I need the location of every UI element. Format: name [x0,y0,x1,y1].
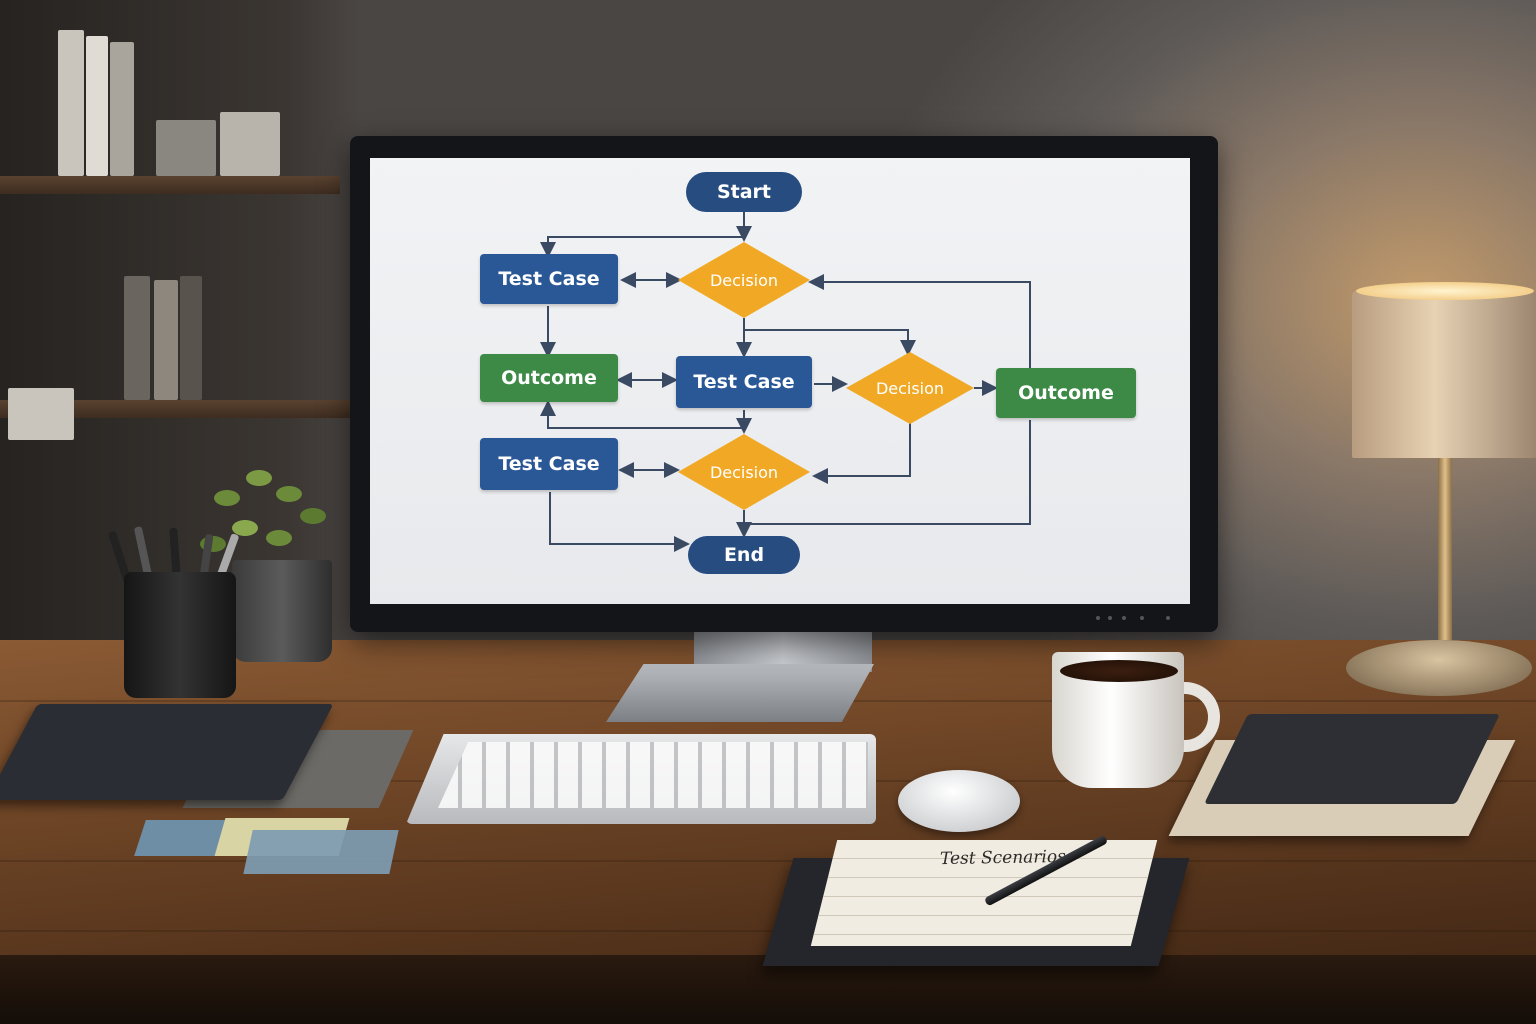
plant-leaf [214,490,240,506]
test-case-node-bottom: Test Case [480,438,618,490]
decision-node-right: Decision [846,352,974,424]
connector [808,274,1031,368]
plant-pot [232,560,332,662]
desk-edge [0,955,1536,1024]
shelf-middle [0,400,350,418]
lamp-base [1346,640,1532,696]
plant-leaf [266,530,292,546]
connector [540,236,744,258]
connector [540,400,744,429]
test-case-node-top: Test Case [480,254,618,304]
decision-label: Decision [875,378,945,398]
lamp-glow [1356,282,1534,300]
outcome-node-left: Outcome [480,354,618,402]
pen-cup [124,572,236,698]
shelf-book [110,42,134,176]
keyboard-keys [438,742,868,808]
outcome-node-right: Outcome [996,368,1136,418]
monitor-button [1122,616,1126,620]
monitor-button [1096,616,1100,620]
plant-leaf [300,508,326,524]
shelf-book [124,276,150,400]
monitor-button [1140,616,1144,620]
shelf-book [86,36,108,176]
connector [812,422,911,484]
sticky-note-blue [243,830,399,874]
lamp-shade [1352,290,1536,458]
start-node: Start [686,172,802,212]
shelf-book [180,276,202,400]
shelf-book [154,280,178,400]
lamp-pole [1438,458,1452,648]
decision-label: Decision [709,462,779,482]
connector [549,492,690,552]
monitor-stand-base [606,664,874,722]
plant-leaf [246,470,272,486]
connector [744,329,916,356]
shelf-book [58,30,84,176]
notebook-stack-top [1204,714,1500,804]
coffee [1060,660,1178,682]
decision-node-top: Decision [678,242,810,318]
connector [748,420,1031,525]
shelf-top [0,176,340,194]
decision-label: Decision [709,270,779,290]
plant-leaf [276,486,302,502]
shelf-planter [8,388,74,440]
monitor-button [1108,616,1112,620]
notebook-left [0,704,334,800]
monitor-button [1166,616,1170,620]
shelf-box [220,112,280,176]
mouse [898,770,1020,832]
shelf-box [156,120,216,176]
decision-node-bottom: Decision [678,434,810,510]
plant-leaf [232,520,258,536]
flowchart-connectors [540,212,1031,552]
test-case-node-middle: Test Case [676,356,812,408]
end-node: End [688,536,800,574]
